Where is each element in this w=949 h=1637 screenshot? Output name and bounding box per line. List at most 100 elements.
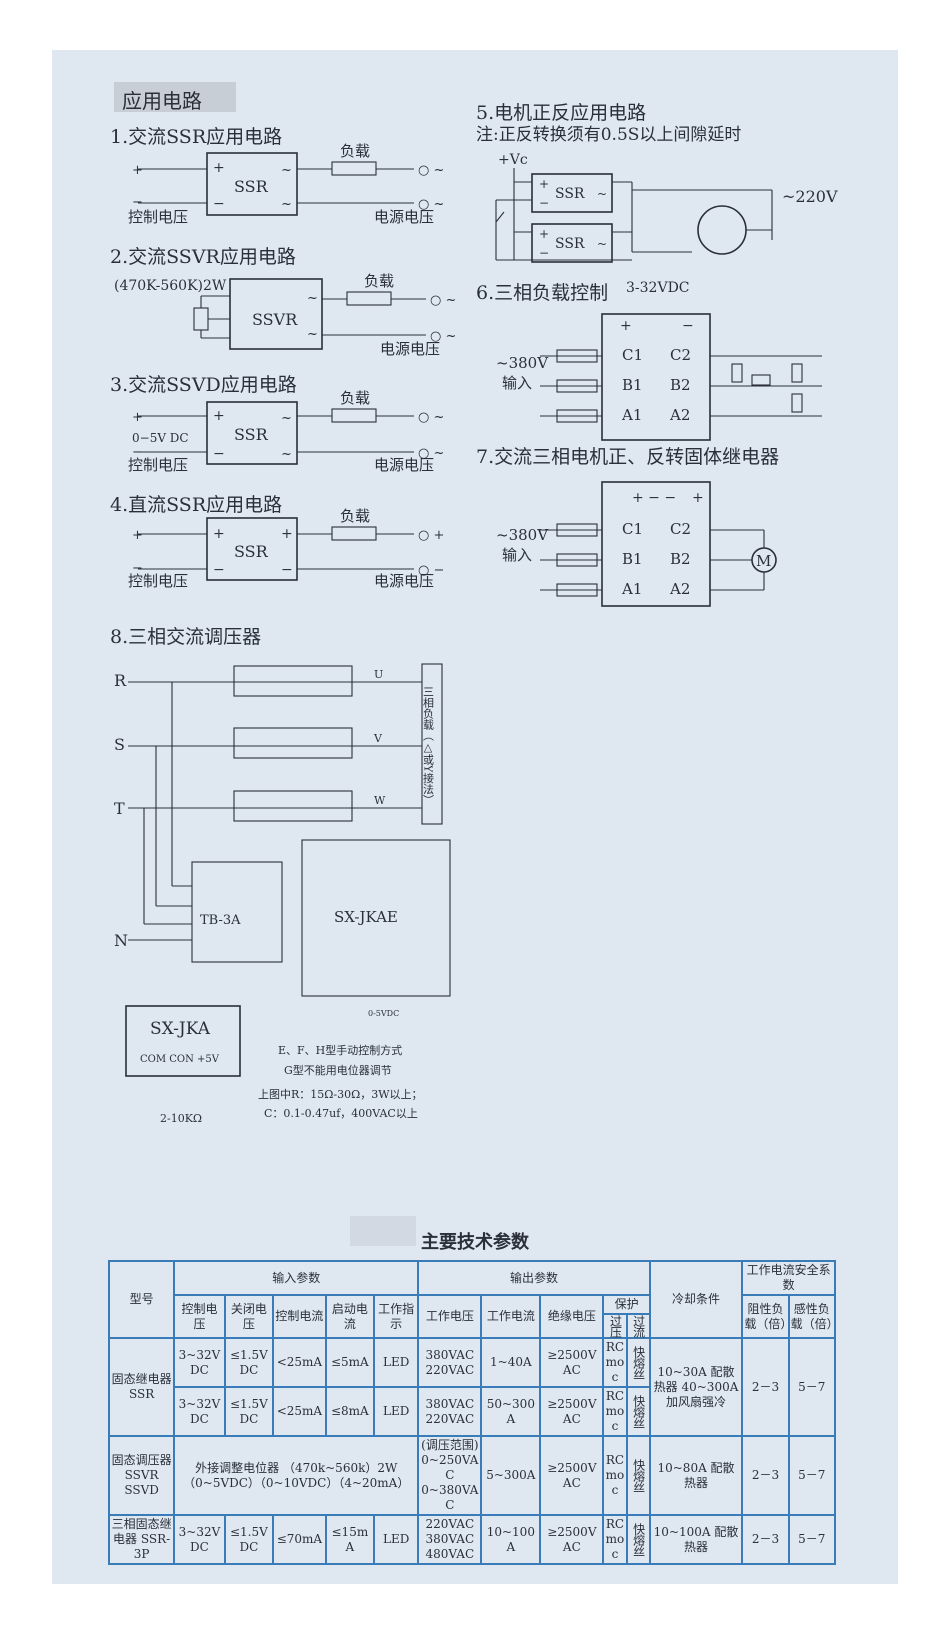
svg-text:C2: C2 — [670, 346, 691, 364]
circuit-2-ac-ssvr: (470K-560K)2W SSVR ~~ ○ ~ ○ ~ 负载 电源电压 — [114, 272, 456, 358]
cell: 10~100A — [480, 1514, 542, 1565]
svg-text:C1: C1 — [622, 520, 643, 538]
th-ind: 工作指示 — [373, 1294, 420, 1339]
section-1-title: 1.交流SSR应用电路 — [110, 126, 283, 148]
svg-text:−: − — [132, 561, 143, 576]
circuit-4-dc-ssr: SSR +− +− +− ○ + ○ − 负载 控制电压 电源电压 — [128, 507, 444, 590]
svg-text:负载: 负载 — [340, 142, 370, 160]
svg-text:−: − — [213, 196, 225, 212]
svg-text:N: N — [114, 931, 128, 950]
cell: 380VAC 220VAC — [417, 1337, 483, 1388]
svg-text:~380V: ~380V — [496, 526, 549, 544]
th-output: 输出参数 — [417, 1260, 651, 1296]
th-safety: 工作电流安全系数 — [741, 1260, 836, 1296]
cell: ≤1.5V DC — [223, 1386, 275, 1437]
svg-text:三相负载（△或Y接法）: 三相负载（△或Y接法） — [422, 686, 435, 805]
svg-text:~: ~ — [597, 187, 607, 201]
cell-model: 固态继电器SSR — [107, 1337, 176, 1437]
svg-text:SSR: SSR — [234, 177, 269, 196]
svg-text:0−5V DC: 0−5V DC — [132, 431, 189, 445]
svg-text:负载: 负载 — [340, 507, 370, 525]
cell: LED — [373, 1337, 420, 1388]
svg-text:○ −: ○ − — [418, 563, 444, 578]
th-ctrl-v: 控制电压 — [173, 1294, 226, 1339]
th-resist: 阻性负载（倍） — [741, 1294, 792, 1339]
svg-text:0-5VDC: 0-5VDC — [368, 1009, 399, 1018]
cell: 3~32V DC — [173, 1337, 226, 1388]
table-header-row-2: 控制电压 关闭电压 控制电流 启动电流 工作指示 工作电压 工作电流 绝缘电压 … — [109, 1294, 839, 1339]
section-2-title: 2.交流SSVR应用电路 — [110, 246, 296, 268]
cell: <25mA — [272, 1386, 327, 1437]
circuit-8-three-phase-regulator: RS TN UVW 三相负载（△或Y接法） TB-3A SX-JKAE 0-5V… — [114, 663, 451, 1125]
section-5-title: 5.电机正反应用电路 — [476, 102, 647, 124]
cell: ≥2500V AC — [539, 1386, 605, 1437]
svg-text:A1: A1 — [621, 406, 642, 424]
svg-text:M: M — [756, 552, 771, 570]
svg-text:+: + — [620, 318, 632, 334]
cell-resist: 2－3 — [741, 1514, 790, 1565]
svg-text:SSR: SSR — [555, 236, 585, 252]
spec-table: 型号 输入参数 输出参数 冷却条件 工作电流安全系数 控制电压 关闭电压 控制电… — [107, 1260, 839, 1565]
cell: 快熔丝 — [625, 1435, 651, 1516]
svg-text:电源电压: 电源电压 — [374, 572, 434, 590]
svg-text:TB-3A: TB-3A — [200, 913, 241, 928]
note-1: E、F、H型手动控制方式 — [278, 1044, 403, 1057]
svg-text:V: V — [373, 732, 383, 745]
svg-text:U: U — [374, 668, 383, 681]
th-cool: 冷却条件 — [648, 1260, 744, 1339]
svg-text:B1: B1 — [622, 550, 643, 568]
svg-text:−: − — [539, 196, 549, 210]
table-header-row-1: 型号 输入参数 输出参数 冷却条件 工作电流安全系数 — [107, 1260, 836, 1339]
cell: 快熔丝 — [625, 1514, 651, 1565]
cell: ≥2500V AC — [539, 1514, 605, 1565]
circuit-5-motor-reverse: +Vc +− SSR~ +− SSR~ ~220V — [495, 152, 838, 263]
svg-text:○ ~: ○ ~ — [418, 163, 444, 178]
table-row: 三相固态继电器 SSR-3P 3~32V DC ≤1.5V DC ≤70mA ≤… — [107, 1514, 837, 1565]
th-over-i: 过流 — [625, 1313, 651, 1339]
cell: RC moc — [602, 1514, 628, 1565]
svg-text:+: + — [692, 490, 704, 506]
cell: 5~300A — [480, 1435, 542, 1516]
svg-text:−: − — [682, 318, 694, 334]
svg-text:−: − — [213, 446, 225, 462]
table-header-row-3: 过压 过流 — [109, 1313, 835, 1339]
table-row: 固态继电器SSR 3~32V DC ≤1.5V DC <25mA ≤5mA LE… — [107, 1337, 837, 1437]
cell: RC moc — [602, 1337, 628, 1388]
svg-text:SX-JKA: SX-JKA — [150, 1019, 211, 1039]
note-4: C：0.1-0.47uf，400VAC以上 — [264, 1107, 418, 1120]
th-model: 型号 — [107, 1260, 176, 1339]
svg-text:−: − — [213, 562, 225, 578]
cell-cool: 10~30A 配散热器 40~300A 加风扇强冷 — [648, 1337, 744, 1437]
svg-text:C2: C2 — [670, 520, 691, 538]
svg-text:+: + — [213, 160, 225, 176]
svg-text:~220V: ~220V — [782, 187, 838, 206]
header-box — [114, 82, 236, 112]
svg-text:○ ~: ○ ~ — [418, 446, 444, 461]
svg-text:○ ~: ○ ~ — [430, 293, 456, 308]
section-7-title: 7.交流三相电机正、反转固体继电器 — [476, 446, 780, 468]
cell-induct: 5－7 — [787, 1514, 837, 1565]
cell-model: 固态调压器 SSVR SSVD — [107, 1435, 176, 1516]
svg-text:B2: B2 — [670, 376, 691, 394]
svg-text:+: + — [132, 410, 143, 425]
svg-text:SSR: SSR — [234, 542, 269, 561]
cell: ≤5mA — [324, 1337, 376, 1388]
th-protect: 保护 — [602, 1294, 651, 1315]
th-over-v: 过压 — [602, 1313, 628, 1339]
table-row: 固态调压器 SSVR SSVD 外接调整电位器 （470k~560k）2W （0… — [107, 1435, 837, 1516]
section-4-title: 4.直流SSR应用电路 — [110, 494, 283, 516]
svg-text:控制电压: 控制电压 — [128, 572, 188, 590]
cell-cool: 10~80A 配散热器 — [648, 1435, 744, 1516]
svg-text:B1: B1 — [622, 376, 643, 394]
svg-text:2-10KΩ: 2-10KΩ — [160, 1112, 202, 1125]
svg-text:~: ~ — [307, 291, 318, 306]
svg-text:~: ~ — [281, 163, 292, 178]
cell: 380VAC 220VAC — [417, 1386, 483, 1437]
cell-input: 外接调整电位器 （470k~560k）2W （0~5VDC）（0~10VDC）（… — [173, 1435, 420, 1516]
svg-text:SSR: SSR — [555, 186, 585, 202]
table-row: 3~32V DC ≤1.5V DC <25mA ≤8mA LED 380VAC … — [109, 1386, 835, 1437]
cell: 3~32V DC — [173, 1386, 226, 1437]
cell: ≤1.5V DC — [223, 1514, 275, 1565]
svg-text:−: − — [281, 562, 293, 578]
